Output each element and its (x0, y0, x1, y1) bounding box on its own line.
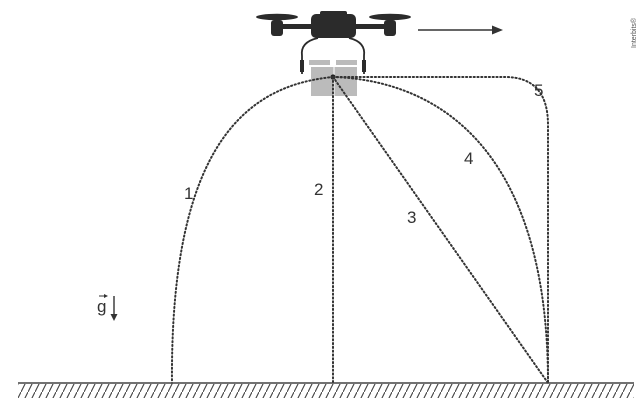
arrow-right-icon (418, 25, 503, 35)
ground (18, 382, 634, 398)
trajectory-4 (332, 76, 549, 384)
trajectory-5 (332, 76, 549, 384)
trajectory-label-1: 1 (184, 184, 193, 203)
gravity-symbol: g (97, 297, 106, 316)
gravity-indicator: g (97, 294, 118, 321)
trajectory-label-2: 2 (314, 180, 323, 199)
trajectory-3 (332, 76, 549, 384)
trajectory-label-3: 3 (407, 208, 416, 227)
drone-icon (256, 11, 411, 74)
arrow-down-icon (110, 296, 118, 321)
trajectory-label-5: 5 (534, 81, 543, 100)
trajectory-1 (170, 76, 334, 384)
trajectory-label-4: 4 (464, 149, 473, 168)
credit-text: Interbits® (630, 17, 638, 48)
